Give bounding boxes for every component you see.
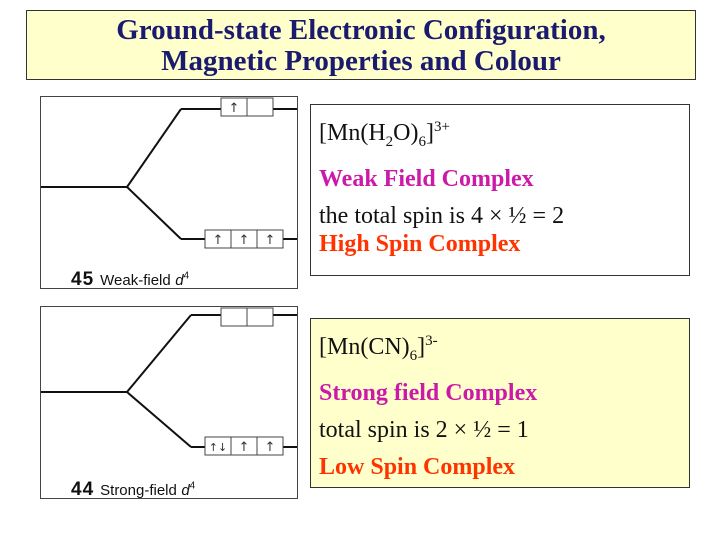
field-type-label: Weak Field Complex (319, 165, 534, 192)
spin-calculation: total spin is 2 × ½ = 1 (319, 416, 529, 443)
electron-arrow: ↑ (265, 440, 276, 455)
t2g-orbital-box-3 (256, 229, 284, 249)
title-line-2: Magnetic Properties and Colour (161, 45, 561, 77)
split-upper-line (126, 108, 182, 188)
caption-label: Weak-field (100, 272, 171, 289)
electron-arrow: ↑ (239, 233, 250, 248)
d-exponent: 4 (189, 480, 196, 492)
electron-arrow: ↑ (213, 233, 224, 248)
electron-arrow: ↑↓ (209, 441, 227, 454)
strong-field-info-box: [Mn(CN)6]3- Strong field Complex total s… (310, 318, 690, 488)
spin-type-label: Low Spin Complex (319, 453, 516, 480)
weak-field-caption: 45 Weak-field d4 (71, 269, 189, 291)
spin-calculation: the total spin is 4 × ½ = 2 (319, 202, 565, 229)
weak-field-info-box: [Mn(H2O)6]3+ Weak Field Complex the tota… (310, 104, 690, 276)
slide-title: Ground-state Electronic Configuration, M… (26, 10, 696, 80)
d-symbol: d (175, 272, 184, 289)
complex-formula: [Mn(CN)6]3- (319, 333, 438, 364)
complex-formula: [Mn(H2O)6]3+ (319, 119, 450, 150)
field-type-label: Strong field Complex (319, 379, 538, 406)
figure-number: 44 (71, 479, 95, 500)
split-lower-line (126, 186, 182, 240)
split-lower-line (126, 391, 192, 448)
eg-orbital-box-2 (246, 307, 274, 327)
strong-field-caption: 44 Strong-field d4 (71, 479, 195, 501)
electron-arrow: ↑ (229, 101, 240, 116)
caption-label: Strong-field (100, 482, 177, 499)
strong-field-splitting-svg: ↑↓ ↑ ↑ (41, 307, 297, 456)
figure-number: 45 (71, 269, 95, 290)
t2g-orbital-box-3 (256, 436, 284, 456)
spin-type-label: High Spin Complex (319, 230, 521, 257)
split-upper-line (126, 314, 192, 393)
eg-orbital-box-2 (246, 97, 274, 117)
d-exponent: 4 (183, 270, 190, 282)
d-symbol: d (181, 482, 190, 499)
strong-field-diagram: ↑↓ ↑ ↑ 44 Strong-field d4 (40, 306, 298, 501)
eg-orbital-box-1 (220, 307, 248, 327)
weak-field-diagram: ↑ ↑ ↑ ↑ 45 Weak-field d4 (40, 96, 298, 291)
electron-arrow: ↑ (239, 440, 250, 455)
electron-arrow: ↑ (265, 233, 276, 248)
weak-field-splitting-svg: ↑ ↑ ↑ ↑ (41, 97, 297, 249)
title-line-1: Ground-state Electronic Configuration, (116, 14, 606, 46)
